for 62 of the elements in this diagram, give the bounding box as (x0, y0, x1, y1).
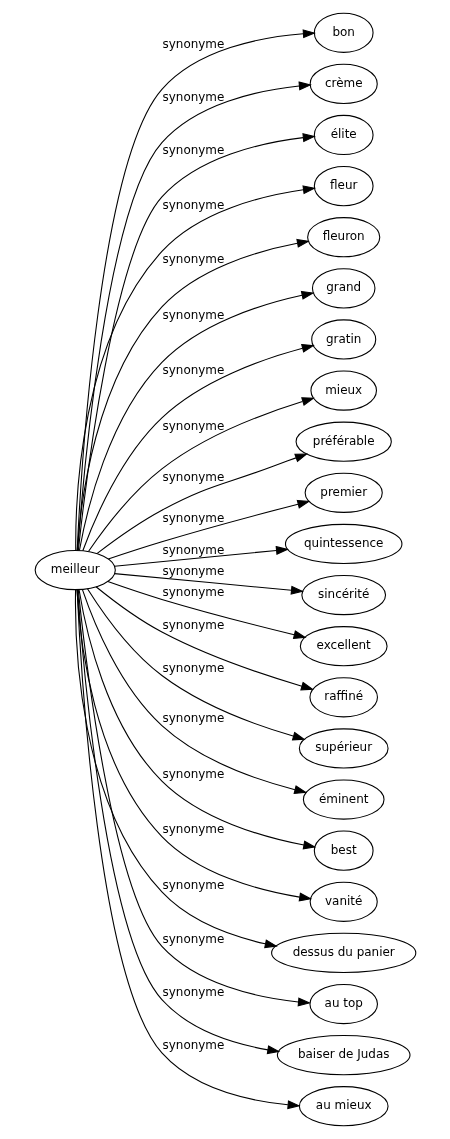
edge-label: synonyme (162, 542, 224, 557)
arrow (81, 344, 315, 552)
edge-label: synonyme (162, 766, 224, 781)
node-ellipse: meilleur (34, 549, 116, 591)
edge-label: synonyme (162, 931, 224, 946)
arrow (86, 588, 306, 741)
arrow (81, 588, 307, 795)
arrow (106, 580, 307, 640)
node-ellipse: sincérité (300, 574, 386, 616)
node-ellipse: raffiné (308, 677, 378, 718)
node-ellipse: bon (313, 12, 374, 53)
edge-label: synonyme (162, 985, 224, 1000)
node-ellipse: premier (304, 472, 383, 513)
node-ellipse: crème (309, 63, 378, 104)
arrow (75, 589, 312, 902)
arrow (78, 589, 316, 850)
node-ellipse: best (313, 830, 374, 871)
arrow (78, 290, 314, 552)
edge-label: synonyme (162, 307, 224, 322)
edge-label: synonyme (162, 661, 224, 676)
arrow (76, 589, 280, 1055)
node-ellipse: vanité (309, 881, 378, 922)
edge-label: synonyme (162, 564, 224, 579)
node-ellipse: mieux (309, 370, 377, 411)
arrow (77, 589, 311, 1007)
arrow (87, 397, 315, 552)
node-ellipse: fleuron (306, 217, 380, 258)
edge-label: synonyme (162, 822, 224, 837)
node-ellipse: grand (311, 268, 375, 309)
arrow (76, 238, 310, 551)
node-ellipse: gratin (310, 319, 376, 360)
edge-label: synonyme (162, 143, 224, 158)
node-ellipse: baiser de Judas (276, 1035, 411, 1076)
node-ellipse: dessus du panier (270, 932, 416, 973)
node-ellipse: fleur (313, 166, 374, 207)
edge-label: synonyme (162, 510, 224, 525)
edge-label: synonyme (162, 617, 224, 632)
edge-label: synonyme (162, 197, 224, 212)
edge-label: synonyme (162, 469, 224, 484)
node-ellipse: élite (313, 114, 374, 156)
edge-label: synonyme (162, 363, 224, 378)
edge-label: synonyme (162, 711, 224, 726)
arrow (113, 573, 304, 595)
arrow (107, 499, 310, 560)
arrow (74, 589, 278, 949)
node-ellipse: au mieux (298, 1086, 389, 1127)
arrow (113, 545, 289, 567)
edge-label: synonyme (162, 36, 224, 51)
edge-label: synonyme (162, 1038, 224, 1053)
edge-label: synonyme (162, 252, 224, 267)
edge-label: synonyme (162, 90, 224, 105)
arrow (96, 453, 308, 554)
edge-label: synonyme (162, 877, 224, 892)
node-ellipse: au top (308, 983, 378, 1025)
node-ellipse: quintessence (284, 523, 402, 565)
edge-label: synonyme (162, 418, 224, 433)
arrow (76, 589, 301, 1110)
edge-label: synonyme (162, 584, 224, 599)
node-ellipse: excellent (299, 626, 388, 667)
arrow (95, 586, 314, 691)
node-ellipse: supérieur (298, 728, 389, 769)
node-ellipse: éminent (302, 779, 385, 820)
